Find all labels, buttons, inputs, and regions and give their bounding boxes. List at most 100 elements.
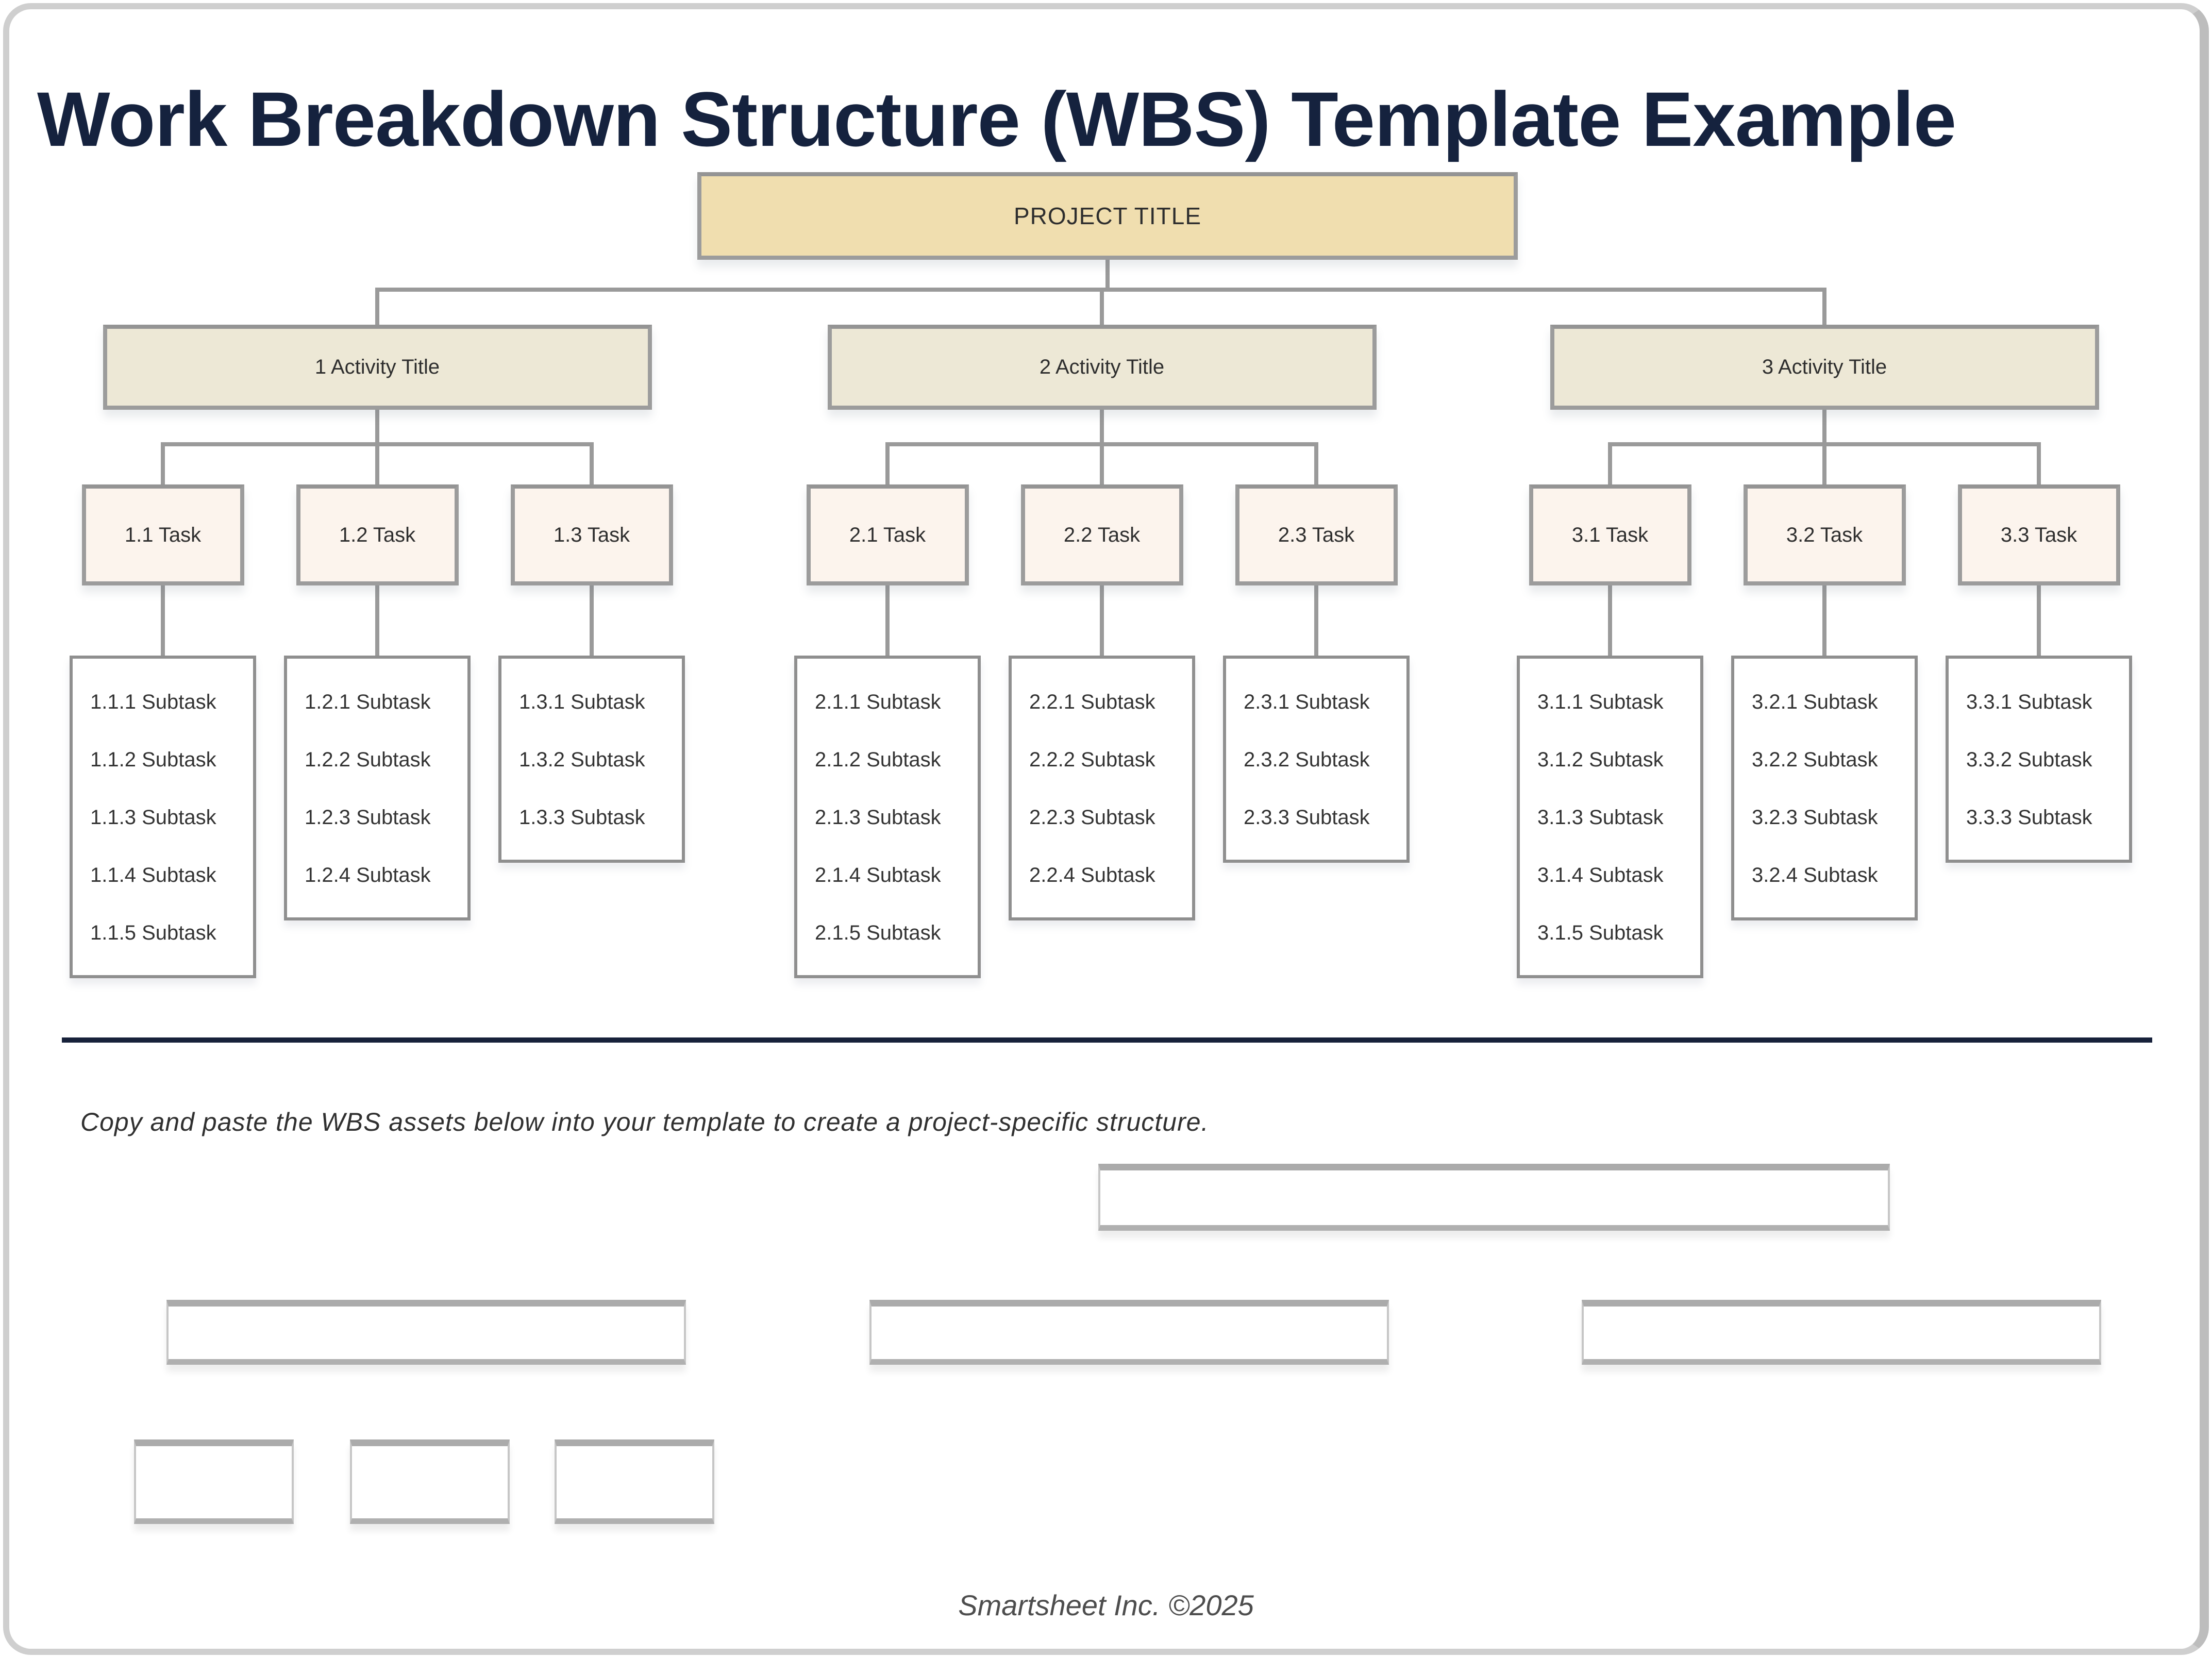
connector-line bbox=[1100, 410, 1104, 446]
subtask-item: 1.2.2 Subtask bbox=[287, 731, 467, 789]
connector-line bbox=[1608, 585, 1612, 656]
connector-line bbox=[1608, 442, 1612, 484]
subtask-item: 2.2.4 Subtask bbox=[1012, 846, 1192, 904]
subtask-item: 2.3.2 Subtask bbox=[1226, 731, 1406, 789]
activity-box: 3 Activity Title bbox=[1550, 325, 2099, 410]
subtask-item: 3.3.3 Subtask bbox=[1949, 789, 2129, 846]
connector-line bbox=[161, 442, 165, 484]
connector-line bbox=[1100, 585, 1104, 656]
subtask-label: 3.2.3 Subtask bbox=[1752, 806, 1878, 829]
task-label: 1.1 Task bbox=[124, 523, 202, 546]
subtask-item: 1.3.2 Subtask bbox=[501, 731, 682, 789]
subtask-label: 1.3.1 Subtask bbox=[519, 690, 645, 713]
subtask-item: 1.2.3 Subtask bbox=[287, 789, 467, 846]
subtask-label: 1.2.1 Subtask bbox=[305, 690, 431, 713]
subtask-label: 3.2.1 Subtask bbox=[1752, 690, 1878, 713]
subtask-box: 1.2.1 Subtask 1.2.2 Subtask 1.2.3 Subtask 1… bbox=[284, 656, 471, 920]
subtask-label: 1.1.5 Subtask bbox=[90, 921, 216, 944]
subtask-label: 3.3.3 Subtask bbox=[1966, 806, 2092, 829]
section-divider bbox=[62, 1037, 2152, 1043]
subtask-item: 3.3.1 Subtask bbox=[1949, 673, 2129, 731]
activity-box: 2 Activity Title bbox=[827, 325, 1377, 410]
subtask-label: 2.3.3 Subtask bbox=[1244, 806, 1370, 829]
activity-box: 1 Activity Title bbox=[103, 325, 652, 410]
subtask-item: 1.3.1 Subtask bbox=[501, 673, 682, 731]
subtask-item: 2.1.2 Subtask bbox=[797, 731, 978, 789]
subtask-label: 3.3.2 Subtask bbox=[1966, 748, 2092, 771]
subtask-label: 1.3.3 Subtask bbox=[519, 806, 645, 829]
subtask-label: 2.3.2 Subtask bbox=[1244, 748, 1370, 771]
connector-line bbox=[161, 585, 165, 656]
subtask-box: 2.1.1 Subtask 2.1.2 Subtask 2.1.3 Subtask 2… bbox=[794, 656, 981, 978]
subtask-item: 1.1.3 Subtask bbox=[73, 789, 253, 846]
task-box: 2.3 Task bbox=[1235, 484, 1398, 585]
project-title-label: PROJECT TITLE bbox=[1013, 203, 1202, 229]
subtask-label: 1.2.2 Subtask bbox=[305, 748, 431, 771]
task-box: 2.2 Task bbox=[1020, 484, 1183, 585]
footer-text: Smartsheet Inc. ©2025 bbox=[958, 1589, 1254, 1621]
asset-activity-box-1 bbox=[166, 1300, 686, 1365]
subtask-item: 2.1.4 Subtask bbox=[797, 846, 978, 904]
asset-task-box-1 bbox=[134, 1439, 294, 1524]
asset-task-box-2 bbox=[350, 1439, 510, 1524]
subtask-label: 3.1.4 Subtask bbox=[1537, 863, 1664, 886]
connector-line bbox=[375, 585, 379, 656]
subtask-item: 1.2.1 Subtask bbox=[287, 673, 467, 731]
task-label: 2.3 Task bbox=[1278, 523, 1355, 546]
instruction-text: Copy and paste the WBS assets below into… bbox=[80, 1108, 1209, 1136]
subtask-label: 1.1.1 Subtask bbox=[90, 690, 216, 713]
subtask-item: 3.2.2 Subtask bbox=[1734, 731, 1915, 789]
asset-activity-box-2 bbox=[869, 1300, 1389, 1365]
subtask-item: 1.3.3 Subtask bbox=[501, 789, 682, 846]
subtask-label: 2.2.1 Subtask bbox=[1029, 690, 1155, 713]
connector-line bbox=[375, 442, 379, 484]
subtask-label: 2.3.1 Subtask bbox=[1244, 690, 1370, 713]
connector-line bbox=[2037, 442, 2041, 484]
task-label: 3.3 Task bbox=[2000, 523, 2077, 546]
subtask-label: 1.1.4 Subtask bbox=[90, 863, 216, 886]
subtask-item: 2.3.1 Subtask bbox=[1226, 673, 1406, 731]
task-label: 2.1 Task bbox=[849, 523, 926, 546]
task-label: 3.2 Task bbox=[1786, 523, 1863, 546]
subtask-item: 2.2.1 Subtask bbox=[1012, 673, 1192, 731]
connector-line bbox=[590, 442, 594, 484]
subtask-item: 2.2.2 Subtask bbox=[1012, 731, 1192, 789]
subtask-label: 1.2.4 Subtask bbox=[305, 863, 431, 886]
subtask-item: 2.1.1 Subtask bbox=[797, 673, 978, 731]
asset-project-title-box bbox=[1098, 1164, 1890, 1231]
activity-label: 1 Activity Title bbox=[314, 356, 440, 378]
connector-line bbox=[1105, 260, 1110, 292]
subtask-item: 1.1.1 Subtask bbox=[73, 673, 253, 731]
subtask-label: 3.1.2 Subtask bbox=[1537, 748, 1664, 771]
connector-line bbox=[1314, 585, 1318, 656]
subtask-item: 3.3.2 Subtask bbox=[1949, 731, 2129, 789]
activity-label: 3 Activity Title bbox=[1762, 356, 1887, 378]
subtask-label: 3.1.1 Subtask bbox=[1537, 690, 1664, 713]
task-label: 3.1 Task bbox=[1571, 523, 1649, 546]
subtask-item: 3.2.3 Subtask bbox=[1734, 789, 1915, 846]
subtask-item: 3.1.2 Subtask bbox=[1520, 731, 1700, 789]
subtask-label: 3.2.2 Subtask bbox=[1752, 748, 1878, 771]
subtask-item: 3.1.4 Subtask bbox=[1520, 846, 1700, 904]
project-title-box: PROJECT TITLE bbox=[697, 172, 1518, 260]
subtask-label: 2.1.1 Subtask bbox=[815, 690, 941, 713]
subtask-label: 1.3.2 Subtask bbox=[519, 748, 645, 771]
task-box: 3.2 Task bbox=[1743, 484, 1906, 585]
task-box: 3.1 Task bbox=[1529, 484, 1691, 585]
task-label: 2.2 Task bbox=[1063, 523, 1141, 546]
task-label: 1.2 Task bbox=[339, 523, 416, 546]
task-box: 1.1 Task bbox=[81, 484, 244, 585]
subtask-label: 3.1.5 Subtask bbox=[1537, 921, 1664, 944]
subtask-label: 2.2.3 Subtask bbox=[1029, 806, 1155, 829]
subtask-label: 2.1.3 Subtask bbox=[815, 806, 941, 829]
subtask-label: 1.1.3 Subtask bbox=[90, 806, 216, 829]
task-box: 1.3 Task bbox=[510, 484, 673, 585]
subtask-label: 3.1.3 Subtask bbox=[1537, 806, 1664, 829]
connector-line bbox=[590, 585, 594, 656]
subtask-item: 1.2.4 Subtask bbox=[287, 846, 467, 904]
subtask-item: 1.1.4 Subtask bbox=[73, 846, 253, 904]
subtask-label: 2.1.4 Subtask bbox=[815, 863, 941, 886]
page-title: Work Breakdown Structure (WBS) Template … bbox=[37, 75, 1956, 162]
subtask-label: 2.2.2 Subtask bbox=[1029, 748, 1155, 771]
